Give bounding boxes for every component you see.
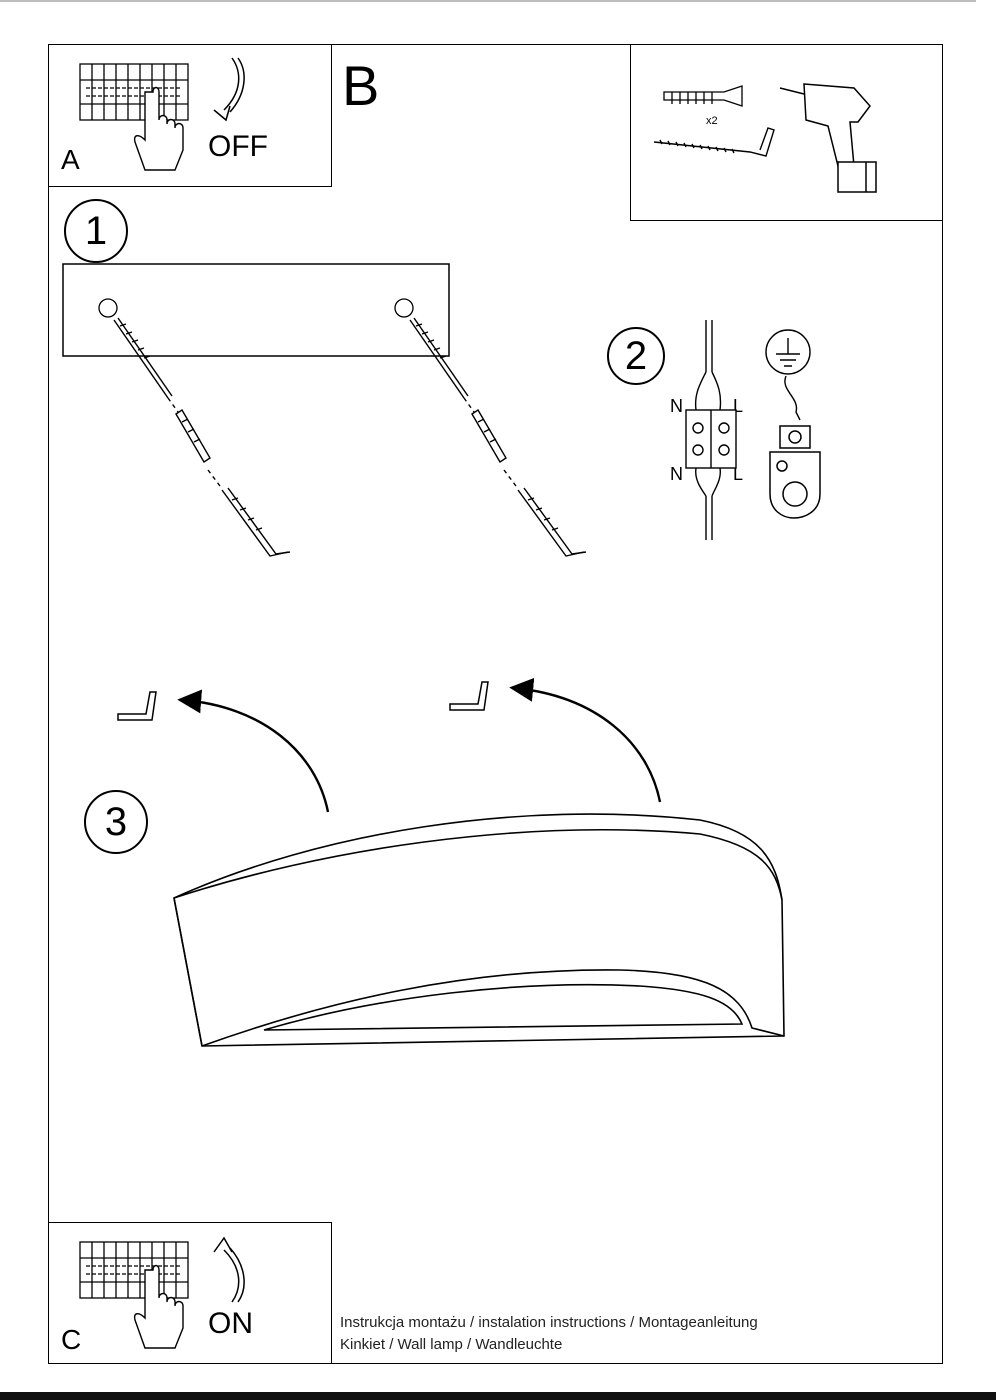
wire-l-top: L: [733, 396, 744, 416]
panel-b-tools: [630, 44, 943, 221]
hand-pointer-icon: [133, 86, 184, 171]
top-border-line: [0, 0, 976, 2]
panel-c-on-text: ON: [208, 1307, 253, 1340]
fuse-box-icon: [79, 1241, 189, 1299]
wall-lamp-illustration: [173, 813, 785, 1047]
step-1-number: 1: [84, 208, 108, 253]
wall-plug-icon: [663, 85, 743, 107]
hand-pointer-icon: [133, 1264, 184, 1349]
panel-b-label: B: [342, 54, 380, 117]
step-3-badge: 3: [84, 790, 148, 854]
terminal-block-icon: [685, 320, 737, 540]
fuse-box-icon: [79, 63, 189, 121]
step-1-badge: 1: [64, 199, 128, 263]
step-2-number: 2: [624, 333, 648, 378]
mount-arrow-left-icon: [177, 689, 330, 813]
arrow-up-switch-on-icon: [213, 1236, 245, 1303]
left-anchor-assembly-icon: [113, 317, 291, 557]
wire-l-bottom: L: [733, 464, 744, 484]
hook-icon: [117, 691, 157, 721]
bottom-border-line: [0, 1392, 996, 1400]
panel-c-label: C: [61, 1324, 82, 1355]
panel-a-label: A: [61, 144, 80, 175]
wall-plug-quantity: x2: [706, 115, 718, 127]
mount-arrow-right-icon: [509, 677, 662, 803]
wire-n-top: N: [670, 396, 683, 416]
step-3-number: 3: [104, 799, 128, 844]
footer-product-line: Kinkiet / Wall lamp / Wandleuchte: [340, 1336, 563, 1353]
arrow-down-switch-off-icon: [213, 57, 245, 122]
mounting-bracket-illustration: [62, 263, 450, 357]
footer-instructions-line: Instrukcja montażu / instalation instruc…: [340, 1314, 758, 1331]
ground-symbol-icon: [765, 329, 811, 421]
panel-a-off-text: OFF: [208, 130, 268, 163]
step-2-badge: 2: [607, 327, 665, 385]
hook-screw-icon: [653, 127, 775, 157]
instruction-sheet-frame: [48, 44, 943, 1364]
right-anchor-assembly-icon: [409, 317, 587, 557]
ground-connector-icon: [769, 425, 821, 519]
drill-icon: [779, 83, 877, 193]
hook-icon: [449, 681, 489, 711]
wire-n-bottom: N: [670, 464, 683, 484]
